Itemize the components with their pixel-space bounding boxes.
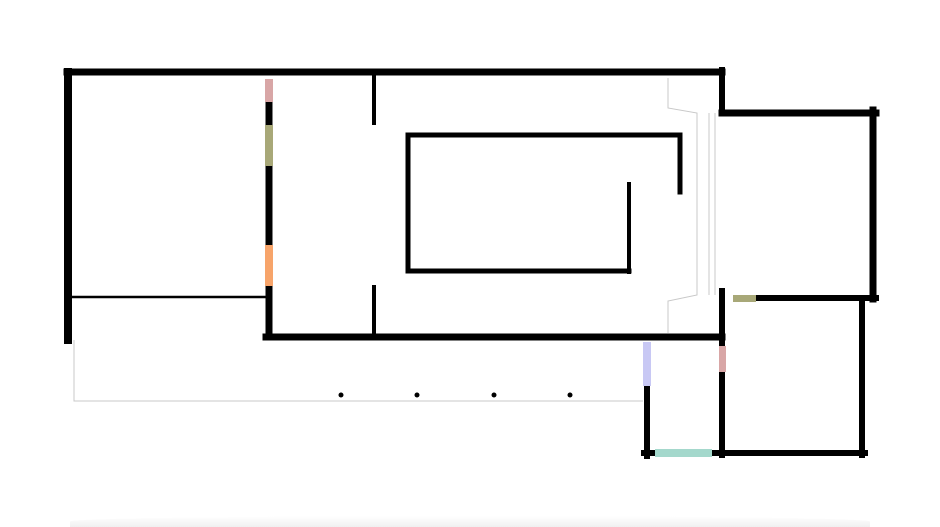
porch-outline xyxy=(73,340,643,402)
column-1 xyxy=(338,392,344,398)
stair-outline-left xyxy=(667,78,698,333)
bottom-shadow xyxy=(70,516,870,527)
column-2 xyxy=(414,392,420,398)
door-orange xyxy=(265,245,273,286)
door-lavender xyxy=(643,342,651,386)
porch-columns xyxy=(338,392,573,398)
column-3 xyxy=(491,392,497,398)
walls xyxy=(63,67,880,459)
door-pink-upper xyxy=(265,79,273,102)
door-olive-upper xyxy=(265,125,273,166)
door-pink-right xyxy=(719,346,726,372)
column-4 xyxy=(567,392,573,398)
guide-lines xyxy=(73,78,716,402)
door-olive-right xyxy=(733,295,756,302)
openings xyxy=(265,79,756,457)
center-enclosure-wall xyxy=(405,132,683,274)
door-teal xyxy=(655,449,712,457)
